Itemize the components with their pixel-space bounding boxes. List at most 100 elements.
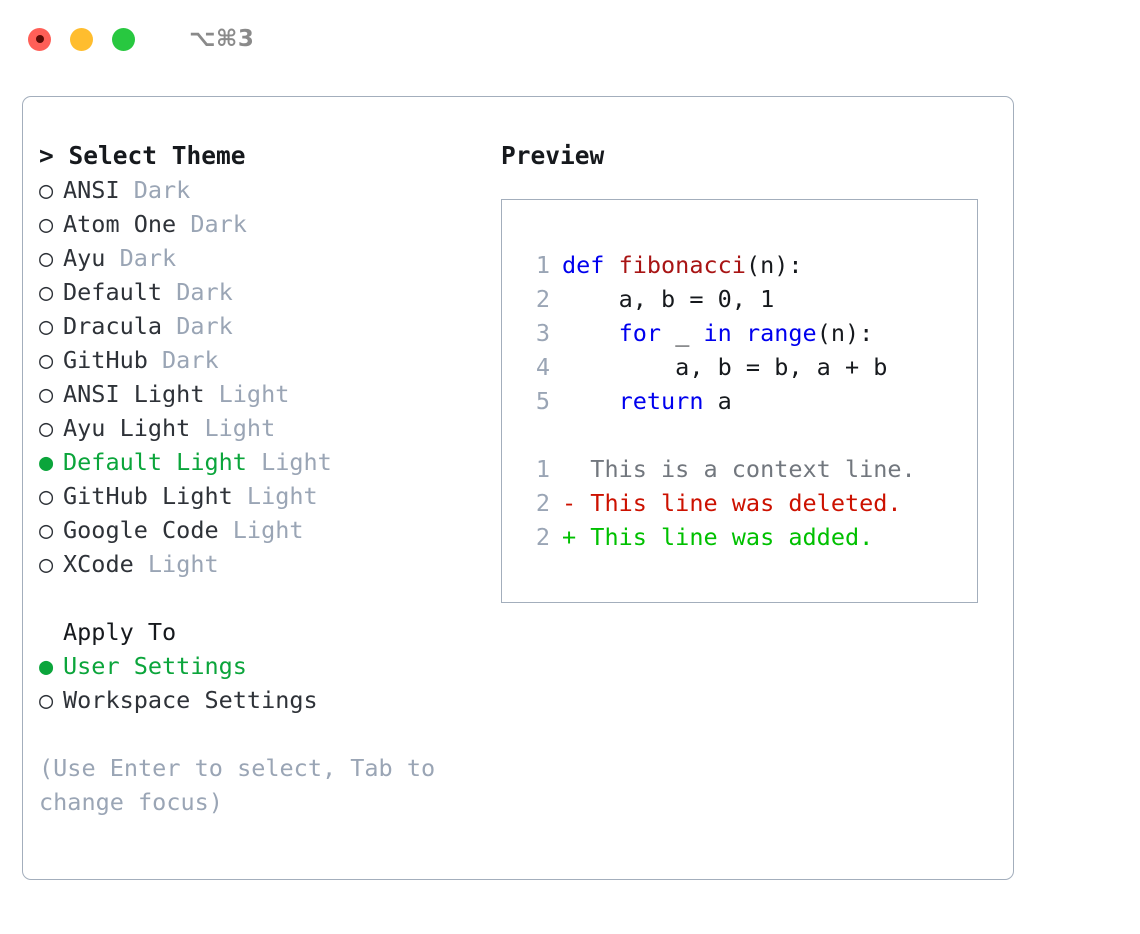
code-line: 3 for _ in range(n): <box>520 316 977 350</box>
code-line-number: 3 <box>535 319 550 347</box>
theme-option-variant-badge: Dark <box>162 278 233 306</box>
apply-to-option[interactable]: ○ Workspace Settings <box>39 683 491 717</box>
theme-option[interactable]: ○GitHub Dark <box>39 343 491 377</box>
minimize-button-icon[interactable] <box>70 27 93 51</box>
code-line-content: def fibonacci(n): <box>562 248 803 282</box>
code-line-content: for _ in range(n): <box>562 316 874 350</box>
diff-line-number: 2 <box>535 489 550 517</box>
radio-unselected-icon: ○ <box>39 244 54 272</box>
keyboard-shortcut-label: ⌥⌘3 <box>189 26 255 52</box>
theme-option[interactable]: ○ Ayu Dark <box>39 241 491 275</box>
theme-option[interactable]: ○Atom One Dark <box>39 207 491 241</box>
list-spacer <box>39 581 491 615</box>
radio-unselected-icon: ○ <box>39 346 54 374</box>
preview-heading: Preview <box>501 141 605 170</box>
keyboard-hint-text: (Use Enter to select, Tab to change focu… <box>39 754 436 816</box>
code-token: a <box>703 387 732 415</box>
code-token: (n): <box>745 251 803 279</box>
code-line-number: 1 <box>535 251 550 279</box>
code-token <box>562 319 619 347</box>
code-token: fibonacci <box>618 251 746 279</box>
theme-option[interactable]: ○ANSI Dark <box>39 173 491 207</box>
theme-option-variant-badge: Light <box>232 482 318 510</box>
apply-to-option-label: User Settings <box>63 652 247 680</box>
apply-to-heading: Apply To <box>63 618 177 646</box>
diff-line-content: + This line was added. <box>562 523 874 551</box>
code-line: 1 def fibonacci(n): <box>520 248 977 282</box>
theme-option-variant-badge: Light <box>133 550 219 578</box>
theme-option-label: Google Code <box>63 516 219 544</box>
theme-option-label: Dracula <box>63 312 163 340</box>
diff-line: 2 - This line was deleted. <box>520 486 977 520</box>
theme-option[interactable]: ○Google Code Light <box>39 513 491 547</box>
theme-option-variant-badge: Light <box>204 380 290 408</box>
radio-unselected-icon: ○ <box>39 278 54 306</box>
theme-option[interactable]: ○ Dracula Dark <box>39 309 491 343</box>
code-line: 2 a, b = 0, 1 <box>520 282 977 316</box>
theme-option[interactable]: ○ Ayu Light Light <box>39 411 491 445</box>
theme-option-variant-badge: Dark <box>176 210 247 238</box>
code-line: 5 return a <box>520 384 977 418</box>
theme-option[interactable]: ○XCode Light <box>39 547 491 581</box>
code-line-content: a, b = b, a + b <box>562 350 887 384</box>
diff-line-number: 1 <box>535 455 550 483</box>
theme-option[interactable]: ○ GitHub Light Light <box>39 479 491 513</box>
code-diff-spacer <box>520 418 977 452</box>
code-line-number: 5 <box>535 387 550 415</box>
radio-unselected-icon: ○ <box>39 686 54 714</box>
diff-line-number: 2 <box>535 523 550 551</box>
window-controls <box>28 27 135 51</box>
code-line: 4 a, b = b, a + b <box>520 350 977 384</box>
code-token <box>562 387 619 415</box>
theme-list-column: > Select Theme ○ANSI Dark○Atom One Dark○… <box>23 139 491 879</box>
theme-option[interactable]: ○ANSI Light Light <box>39 377 491 411</box>
apply-to-option-label: Workspace Settings <box>63 686 318 714</box>
radio-unselected-icon: ○ <box>39 414 54 442</box>
code-line-number: 4 <box>535 353 550 381</box>
code-token: in range <box>703 319 817 347</box>
code-token: a, b = 0, 1 <box>562 285 775 313</box>
code-line-content: return a <box>562 384 732 418</box>
radio-unselected-icon: ○ <box>39 312 54 340</box>
radio-unselected-icon: ○ <box>39 482 54 510</box>
theme-option-label: GitHub <box>63 346 148 374</box>
theme-selector-panel: > Select Theme ○ANSI Dark○Atom One Dark○… <box>22 96 1014 880</box>
zoom-button-icon[interactable] <box>112 27 135 51</box>
theme-option-label: Default Light <box>63 448 247 476</box>
radio-unselected-icon: ○ <box>39 210 54 238</box>
code-token: (n): <box>816 319 874 347</box>
theme-option-variant-badge: Dark <box>119 176 191 204</box>
theme-option-label: Default <box>63 278 163 306</box>
code-token: _ <box>661 319 704 347</box>
select-theme-heading: > Select Theme <box>39 141 246 170</box>
apply-to-option-list: ● User Settings ○ Workspace Settings <box>39 649 491 717</box>
code-token: for <box>618 319 662 347</box>
theme-option-label: Ayu <box>63 244 106 272</box>
theme-option-variant-badge: Light <box>190 414 276 442</box>
theme-option-label: Ayu Light <box>63 414 191 442</box>
close-button-icon[interactable] <box>28 27 51 51</box>
theme-option[interactable]: ●Default Light Light <box>39 445 491 479</box>
radio-unselected-icon: ○ <box>39 380 54 408</box>
radio-unselected-icon: ○ <box>39 550 54 578</box>
diff-line: 2 + This line was added. <box>520 520 977 554</box>
theme-option-variant-badge: Light <box>246 448 332 476</box>
diff-sample: 1 This is a context line. 2 - This line wa… <box>520 452 977 554</box>
radio-unselected-icon: ○ <box>39 176 54 204</box>
code-line-content: a, b = 0, 1 <box>562 282 775 316</box>
theme-option-variant-badge: Dark <box>162 312 233 340</box>
theme-option-variant-badge: Dark <box>105 244 177 272</box>
theme-option-label: GitHub Light <box>63 482 233 510</box>
diff-line-content: This is a context line. <box>562 455 916 483</box>
code-token: a, b = b, a + b <box>562 353 888 381</box>
theme-option-variant-badge: Light <box>218 516 304 544</box>
radio-selected-icon: ● <box>39 652 54 680</box>
theme-option[interactable]: ○ Default Dark <box>39 275 491 309</box>
diff-line-content: - This line was deleted. <box>562 489 902 517</box>
code-token: return <box>618 387 704 415</box>
apply-to-option[interactable]: ● User Settings <box>39 649 491 683</box>
